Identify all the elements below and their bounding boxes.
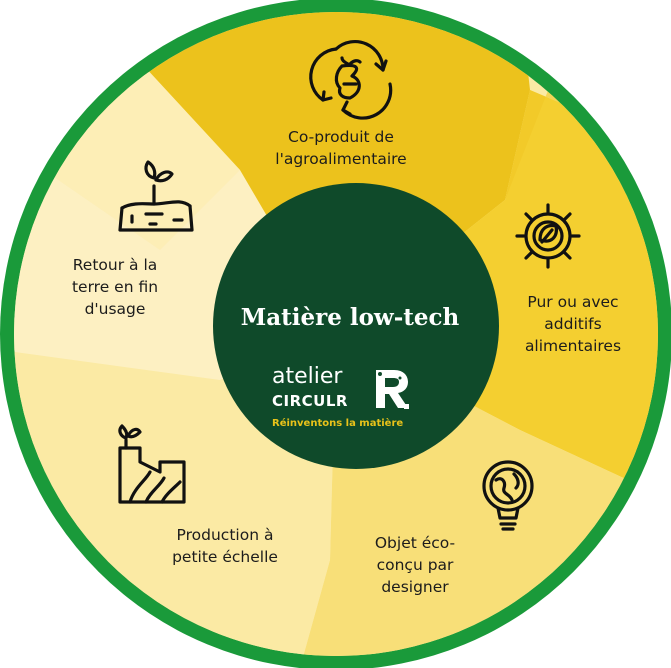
plant-soil-icon (118, 160, 194, 232)
apple-core-recycle-icon (309, 39, 393, 120)
center-title: Matière low-tech (240, 304, 460, 331)
segment-label-additifs: Pur ou avec additifs alimentaires (524, 293, 622, 355)
segment-label-coproduit: Co-produit de l'agroalimentaire (275, 128, 407, 168)
logo-circulr-text: CIRCULR (272, 392, 348, 410)
segment-label-objet: Objet éco- conçu par designer (374, 534, 456, 596)
center-circle (213, 183, 499, 469)
logo-atelier-text: atelier (272, 364, 343, 389)
segment-label-production: Production à petite échelle (172, 526, 278, 566)
logo-tagline: Réinventons la matière (272, 418, 404, 429)
gear-leaf-icon (515, 203, 581, 269)
small-factory-icon (118, 424, 186, 504)
segment-additifs (336, 90, 658, 500)
globe-lightbulb-icon (482, 460, 534, 531)
circulr-logo-mark (376, 370, 409, 409)
segment-label-retour: Retour à la terre en fin d'usage (71, 256, 159, 318)
